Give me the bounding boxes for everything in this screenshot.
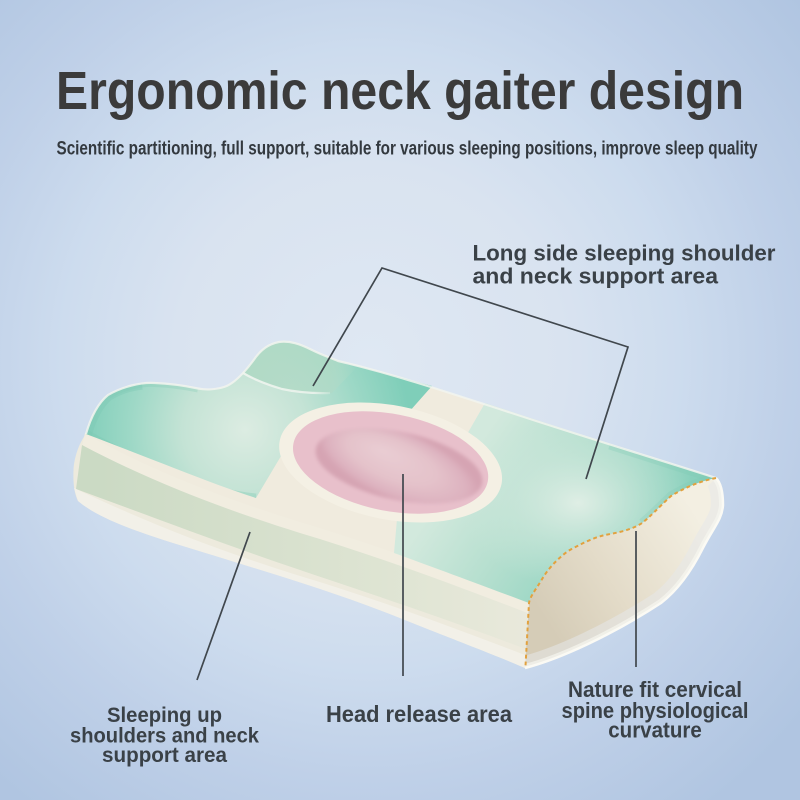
svg-text:Long side sleeping shoulder: Long side sleeping shoulder [473,241,776,266]
svg-text:curvature: curvature [608,718,702,743]
svg-text:Head release area: Head release area [326,701,513,727]
svg-text:Sleeping up: Sleeping up [107,704,222,727]
svg-text:and neck support area: and neck support area [473,264,719,289]
svg-text:support area: support area [102,744,227,767]
svg-text:spine physiological: spine physiological [562,698,749,723]
svg-text:shoulders and neck: shoulders and neck [70,724,259,747]
svg-text:Nature fit cervical: Nature fit cervical [568,677,742,702]
svg-text:Scientific partitioning, full: Scientific partitioning, full support, s… [57,139,758,160]
svg-text:Ergonomic neck gaiter design: Ergonomic neck gaiter design [56,61,744,121]
